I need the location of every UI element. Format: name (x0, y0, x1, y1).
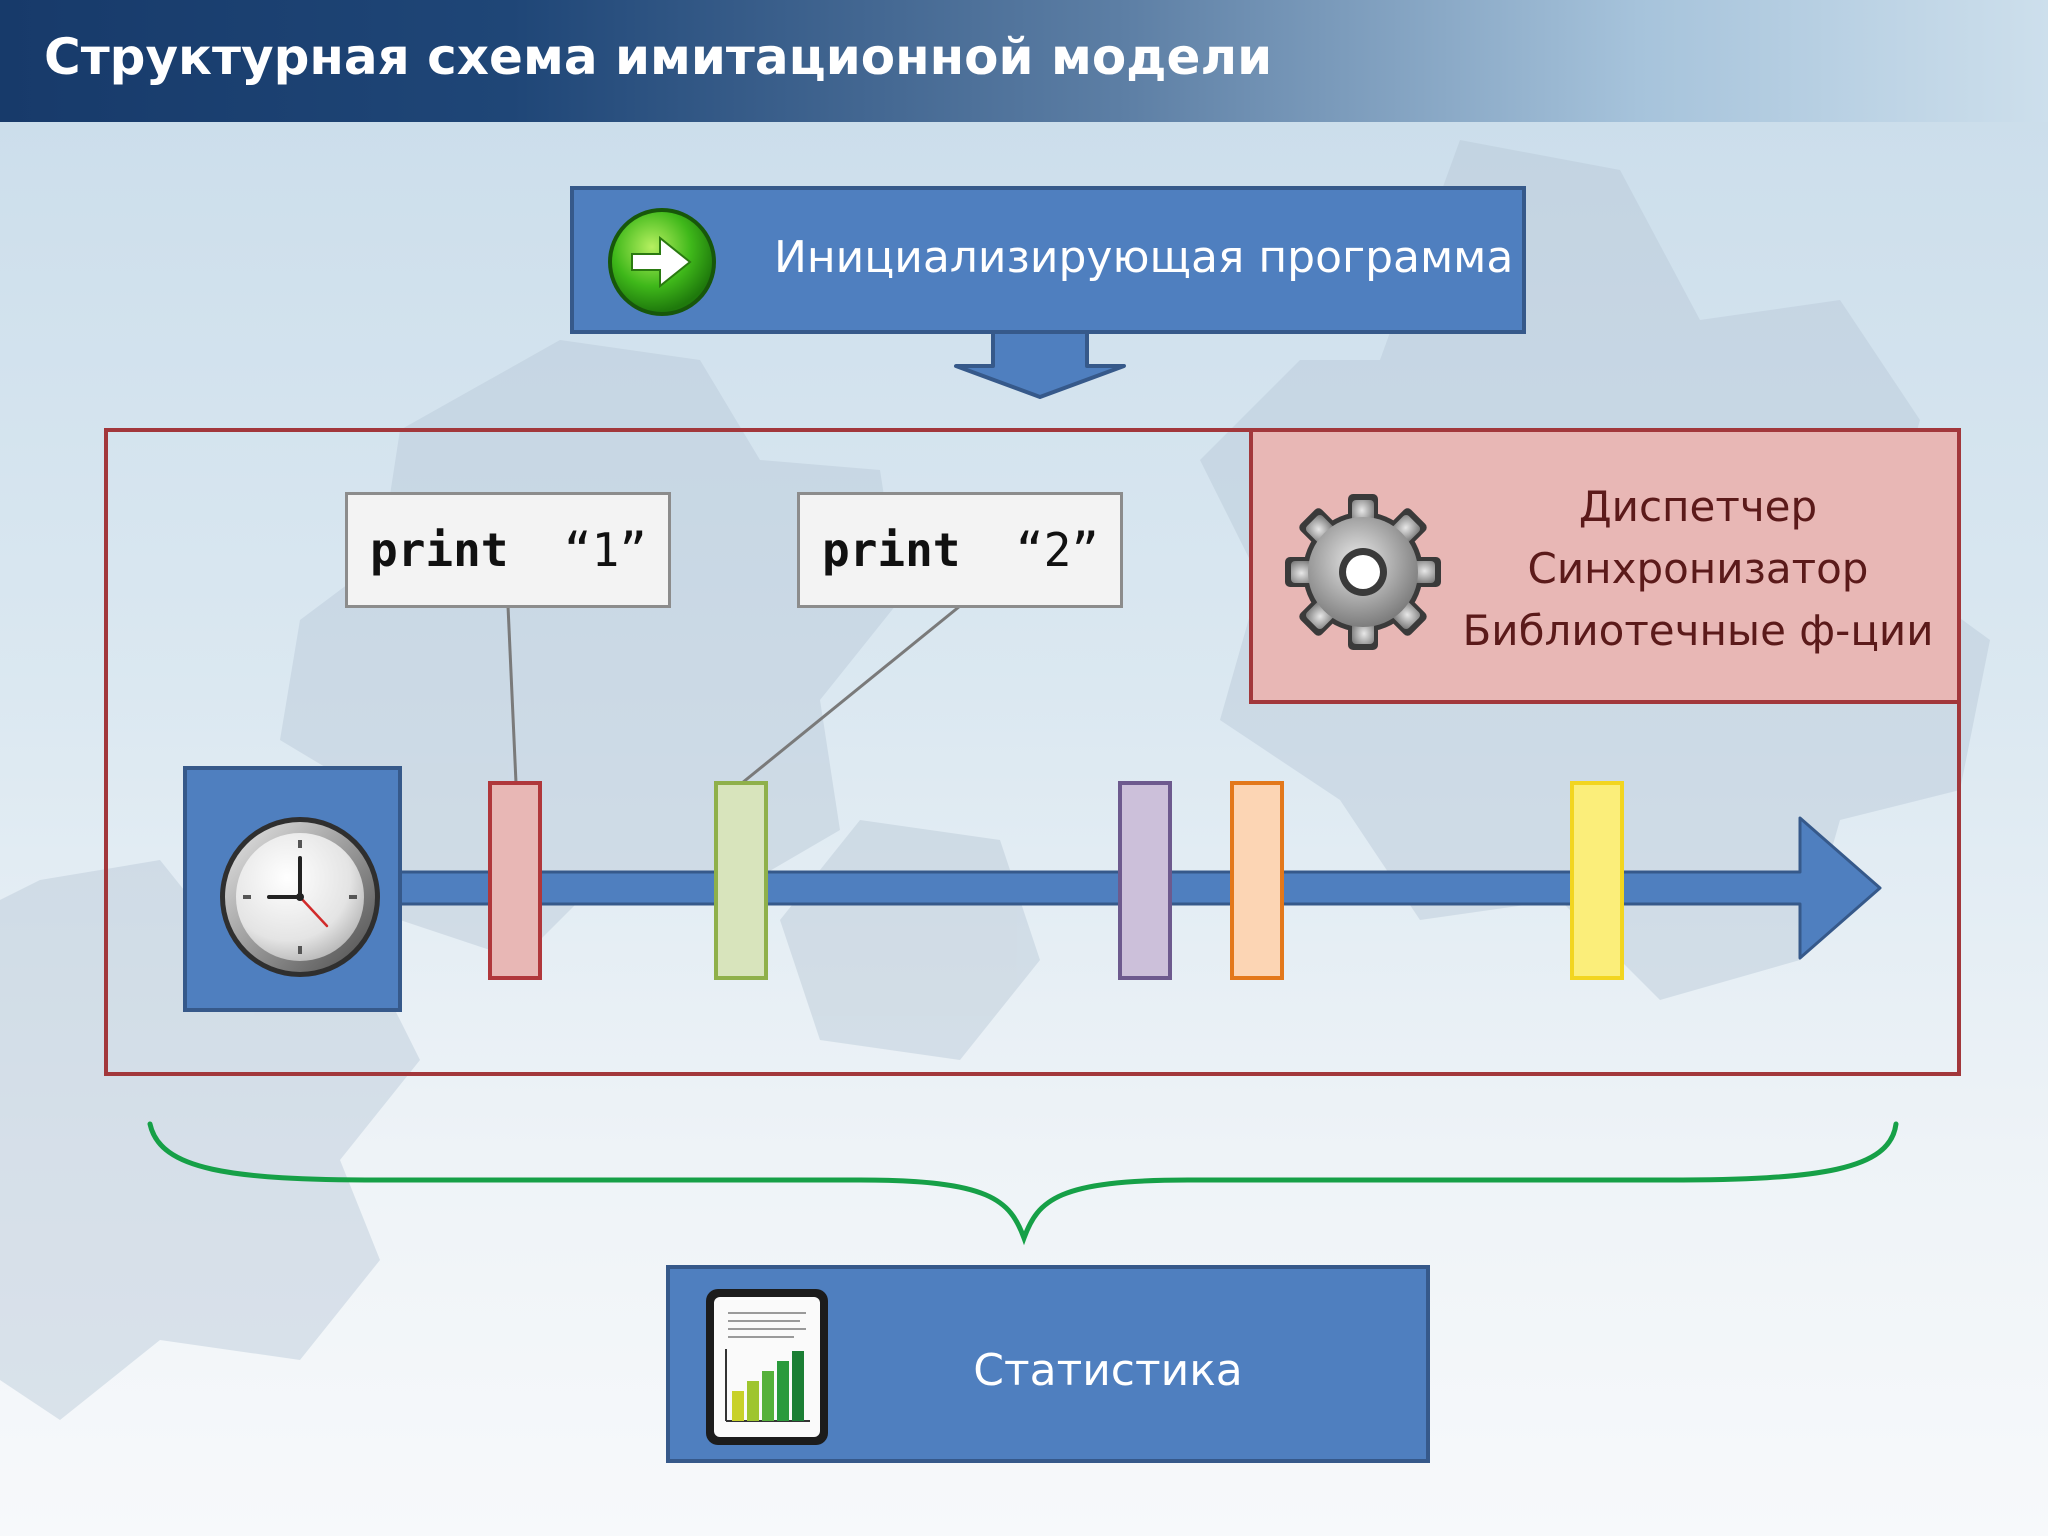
bar-chart-icon (706, 1289, 828, 1445)
print-callout-1: print “1” (345, 492, 671, 608)
dispatcher-line: Диспетчер (1578, 482, 1818, 531)
library-functions-line: Библиотечные ф-ции (1462, 606, 1934, 655)
statistics-label: Статистика (973, 1345, 1243, 1396)
title-bar: Структурная схема имитационной модели (0, 0, 2048, 122)
gear-icon (1285, 494, 1441, 650)
simulation-frame (104, 428, 1961, 1076)
page-title: Структурная схема имитационной модели (44, 28, 1273, 86)
print-argument: “2” (1015, 523, 1099, 577)
print-argument: “1” (563, 523, 647, 577)
print-command: print (370, 523, 509, 577)
clock-icon (220, 817, 380, 977)
arrow-right-icon (608, 208, 716, 316)
init-program-block: Инициализирующая программа (570, 186, 1526, 334)
statistics-block: Статистика (666, 1265, 1430, 1463)
dispatcher-block: Диспетчер Синхронизатор Библиотечные ф-ц… (1249, 428, 1961, 704)
print-command: print (822, 523, 961, 577)
clock-block (183, 766, 402, 1012)
init-program-label: Инициализирующая программа (774, 232, 1514, 283)
synchronizer-line: Синхронизатор (1527, 544, 1869, 593)
print-callout-2: print “2” (797, 492, 1123, 608)
dispatcher-text: Диспетчер Синхронизатор Библиотечные ф-ц… (1453, 476, 1943, 662)
